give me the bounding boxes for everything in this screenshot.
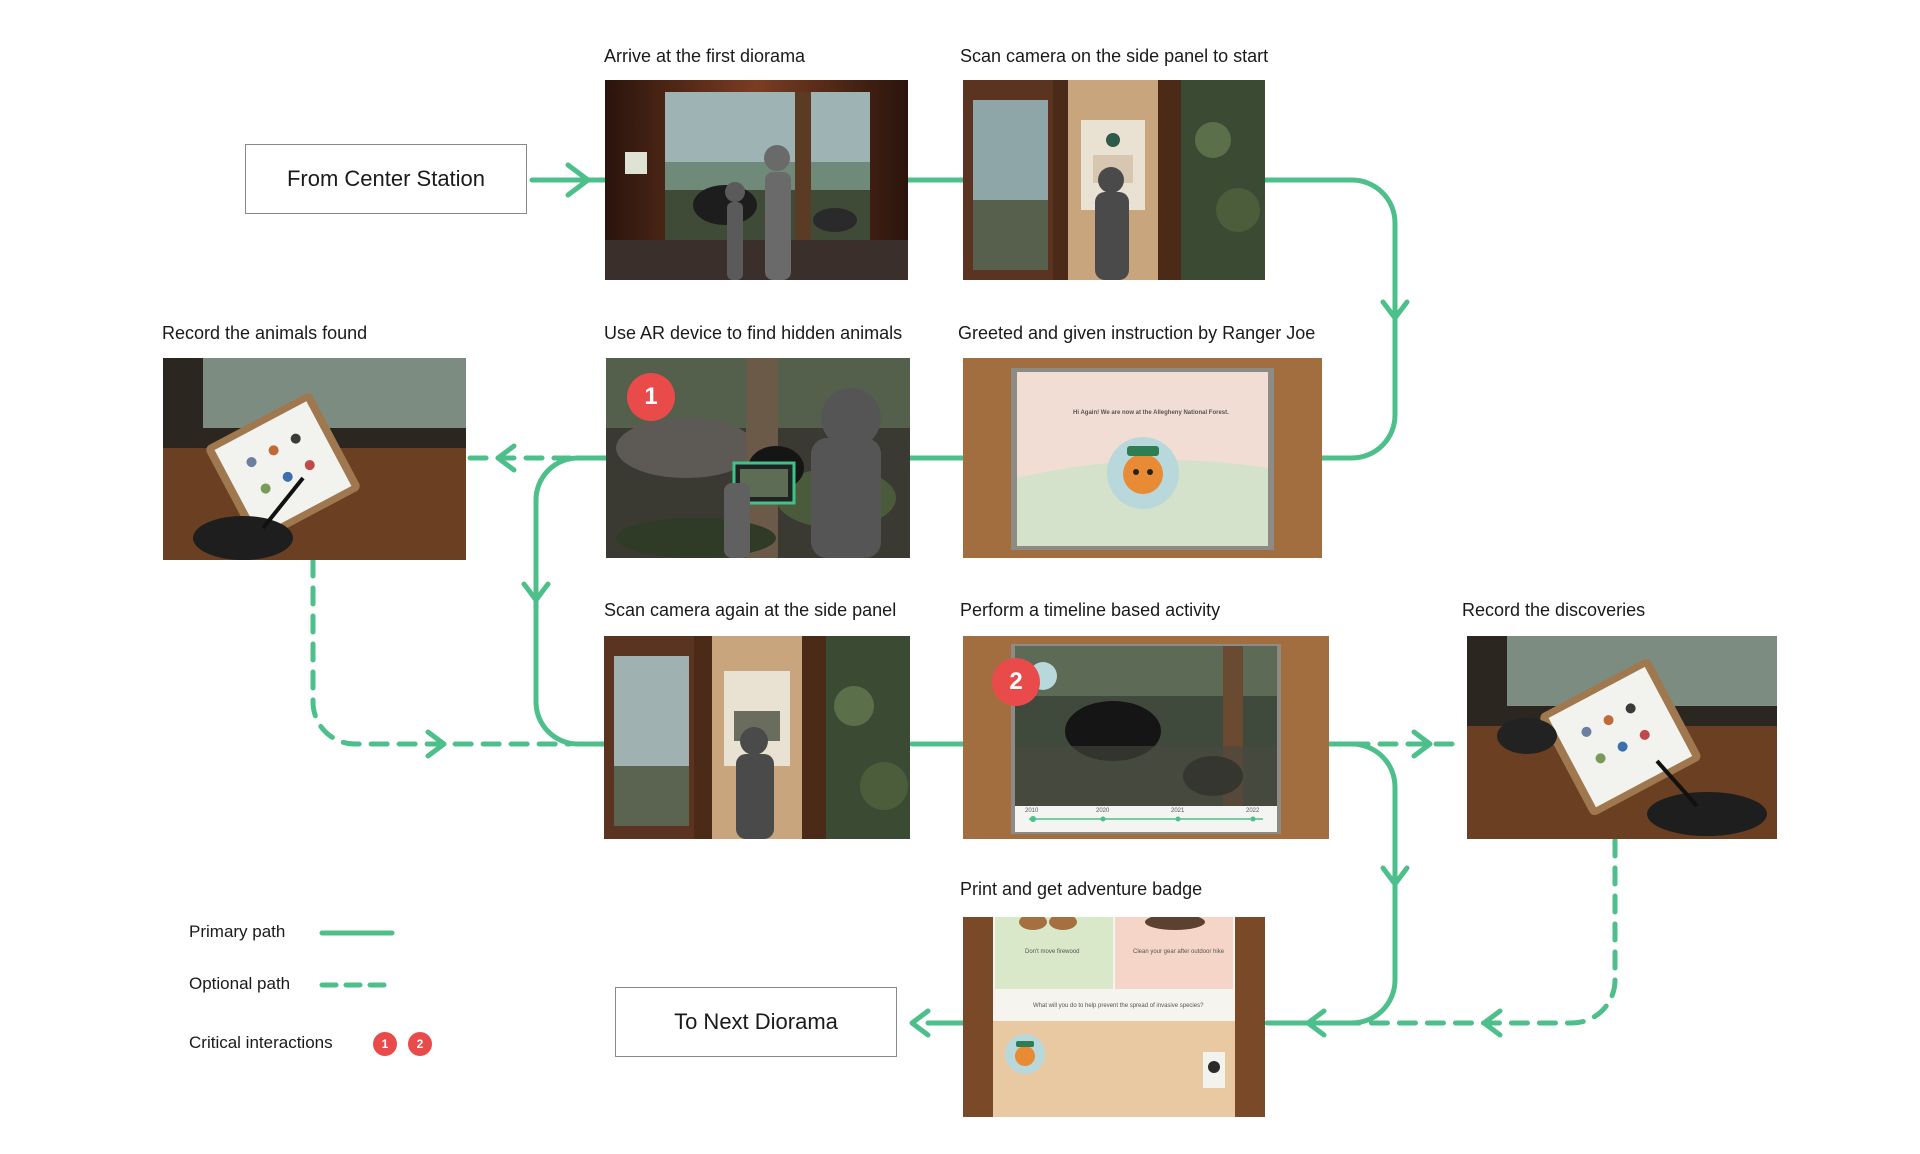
photo-timeline-activity: 2010 2020 2021 2022 bbox=[963, 636, 1329, 839]
photo-record-discoveries bbox=[1467, 636, 1777, 839]
step-label-record-animals: Record the animals found bbox=[162, 323, 368, 343]
arrow-head bbox=[425, 729, 447, 759]
arrow-head bbox=[1481, 1008, 1503, 1038]
arrow-head bbox=[909, 1008, 931, 1038]
step-label-arrive: Arrive at the first diorama bbox=[604, 46, 806, 66]
legend-critical-marker-2: 2 bbox=[408, 1032, 432, 1056]
badge-card-right: Clean your gear after outdoor hike bbox=[1133, 949, 1225, 955]
photo-ranger-greeting: Hi Again! We are now at the Allegheny Na… bbox=[963, 358, 1322, 558]
step-label-timeline: Perform a timeline based activity bbox=[960, 600, 1221, 620]
timeline-year: 2010 bbox=[1025, 808, 1039, 814]
step-label-print-badge: Print and get adventure badge bbox=[960, 879, 1203, 899]
legend-primary-label: Primary path bbox=[189, 922, 286, 941]
step-label-ar-device: Use AR device to find hidden animals bbox=[604, 323, 903, 343]
badge-card-left: Don't move firewood bbox=[1025, 949, 1080, 955]
greeting-text: Hi Again! We are now at the Allegheny Na… bbox=[1073, 410, 1229, 416]
photo-scan-again bbox=[604, 636, 910, 839]
arrow-head bbox=[521, 581, 551, 603]
step-label-scan-again: Scan camera again at the side panel bbox=[604, 600, 897, 620]
arrow-head bbox=[1380, 299, 1410, 321]
photo-adventure-badge: Don't move firewood Clean your gear afte… bbox=[963, 917, 1265, 1117]
arrow-head bbox=[565, 162, 591, 198]
timeline-year: 2020 bbox=[1096, 808, 1110, 814]
arrow-head bbox=[495, 443, 517, 473]
start-box-label: From Center Station bbox=[286, 166, 486, 191]
legend-optional-label: Optional path bbox=[189, 974, 291, 993]
optional-path bbox=[310, 557, 573, 747]
photo-record-animals bbox=[163, 358, 466, 560]
step-label-record-discoveries: Record the discoveries bbox=[1462, 600, 1646, 620]
step-label-scan-start: Scan camera on the side panel to start bbox=[960, 46, 1269, 66]
badge-question: What will you do to help prevent the spr… bbox=[1033, 1003, 1204, 1009]
timeline-year: 2022 bbox=[1246, 808, 1260, 814]
legend-critical-label: Critical interactions bbox=[189, 1033, 333, 1052]
primary-path bbox=[533, 455, 609, 747]
photo-arrive-diorama bbox=[605, 80, 908, 280]
legend-critical-marker-1: 1 bbox=[373, 1032, 397, 1056]
critical-marker-2: 2 bbox=[992, 658, 1040, 706]
critical-marker-1: 1 bbox=[627, 373, 675, 421]
optional-path bbox=[1337, 837, 1618, 1026]
photo-scan-start bbox=[963, 80, 1265, 280]
end-box: To Next Diorama bbox=[615, 987, 897, 1057]
step-label-greeted: Greeted and given instruction by Ranger … bbox=[958, 323, 1316, 343]
arrow-head bbox=[1305, 1008, 1327, 1038]
arrow-head bbox=[1411, 729, 1433, 759]
timeline-year: 2021 bbox=[1171, 808, 1185, 814]
arrow-head bbox=[1380, 865, 1410, 887]
start-box: From Center Station bbox=[245, 144, 527, 214]
end-box-label: To Next Diorama bbox=[674, 1009, 838, 1034]
